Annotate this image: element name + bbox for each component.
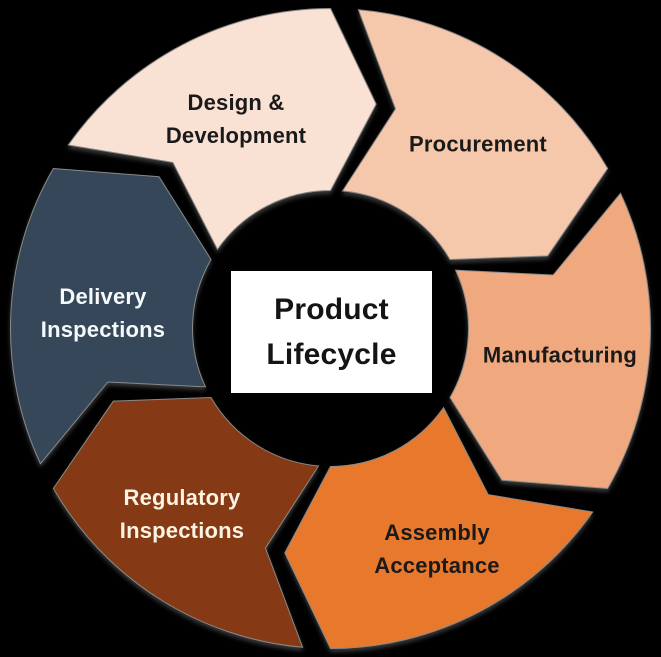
segment-design-development bbox=[67, 7, 377, 251]
segment-label-manufacturing: Manufacturing bbox=[482, 342, 638, 368]
segment-delivery-inspections bbox=[10, 167, 212, 465]
segment-label-design-development: Design & Development bbox=[165, 90, 307, 148]
segment-assembly-acceptance bbox=[284, 406, 594, 650]
diagram-title: Product Lifecycle bbox=[266, 293, 397, 371]
segment-label-assembly-acceptance: Assembly Acceptance bbox=[374, 520, 500, 578]
center-box: Product Lifecycle bbox=[231, 271, 432, 393]
segment-regulatory-inspections bbox=[52, 396, 320, 648]
segment-label-delivery-inspections: Delivery Inspections bbox=[40, 284, 166, 342]
segment-label-regulatory-inspections: Regulatory Inspections bbox=[119, 485, 245, 543]
segment-label-procurement: Procurement bbox=[409, 131, 547, 157]
segment-procurement bbox=[341, 9, 609, 261]
segment-manufacturing bbox=[449, 192, 651, 490]
